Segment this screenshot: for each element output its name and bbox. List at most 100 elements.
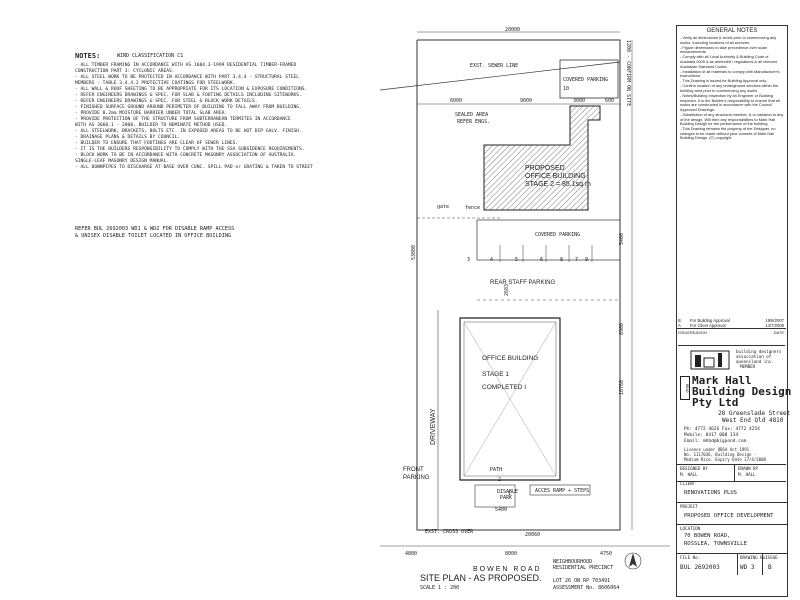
covered-parking-mid-label: COVERED PARKING: [535, 232, 581, 238]
proposed-building-label-3: STAGE 2 = 85.1sq.m: [525, 181, 591, 188]
proposed-building-label-2: OFFICE BUILDING: [525, 173, 586, 180]
revision-reason: For Building Approval: [690, 318, 730, 323]
dim-20060: 20060: [525, 532, 541, 538]
office-label-3: COMPLETED I: [482, 384, 527, 391]
disable-label-2: PARK: [500, 495, 513, 501]
company-block: building designers association of queens…: [678, 345, 791, 464]
general-note-item: - Notes/Building Inspection by an Engine…: [680, 93, 780, 112]
general-note-item: - Installation of all materials to compl…: [680, 68, 780, 79]
bdaq-logo: [690, 350, 730, 370]
drawing-label: DRAWING No.: [740, 555, 768, 560]
note-item: - ALL STEEL WORK TO BE PROTECTED IN ACCO…: [75, 75, 300, 80]
refer-note-1: REFER BUL 2692003 WD1 & WD2 FOR DISABLE …: [75, 226, 235, 232]
disable-label-1: DISABLE: [497, 489, 519, 495]
project-label: PROJECT: [680, 504, 698, 509]
neighbourhood-label-2: RESIDENTIAL PRECINCT: [553, 565, 614, 571]
general-note-item: - Figure dimensions to take precedence o…: [680, 44, 768, 55]
driveway-label: DRIVEWAY: [430, 408, 437, 445]
file-number: BUL 2692003: [680, 564, 720, 571]
drawing-number: WD 3: [740, 564, 755, 571]
note-item: - ALL WALL & ROOF SHEETING TO BE APPROPR…: [75, 87, 308, 92]
gate-label: gate: [437, 204, 450, 210]
company-address-1: 28 Greenslade Street: [718, 410, 791, 417]
note-item: CONSTRUCTION PART 3: CYCLONIC AREAS.: [75, 69, 175, 74]
licence-2: No. 1117036, Building Design -: [684, 452, 757, 457]
general-notes-title: GENERAL NOTES: [706, 28, 758, 34]
company-name-2: Building Design: [692, 385, 792, 398]
revision-rev: B: [678, 318, 681, 323]
parking-space-number: 10: [563, 86, 570, 92]
office-label-2: STAGE 1: [482, 371, 509, 378]
site-plan-drawing: [380, 31, 670, 570]
drawn-by: M. HALL: [738, 472, 756, 477]
note-item: - PROVIDE 0.2mm MOISTURE BARRIER UNDER T…: [75, 111, 228, 116]
company-address-2: West End Qld 4810: [722, 417, 784, 424]
wind-classification: WIND CLASSIFICATION C1: [117, 53, 184, 59]
designed-by: M. HALL: [680, 472, 698, 477]
designed-drawn-row: DESIGNED BY M. HALL DRAWN BY M. HALL: [676, 464, 786, 482]
note-item: - BUILDER TO ENSURE THAT FOOTINGS ARE CL…: [75, 141, 239, 146]
road-label: BOWEN ROAD: [473, 566, 542, 573]
path-label: PATH: [490, 467, 503, 473]
drawn-by-label: DRAWN BY: [738, 466, 759, 471]
note-item: - IT IS THE BUILDERS RESPONSIBILITY TO C…: [75, 147, 305, 152]
location-1: 70 BOWEN ROAD,: [684, 533, 731, 539]
covered-parking-top-label: COVERED PARKING: [563, 77, 609, 83]
parking-space-number: 3: [467, 257, 471, 263]
dim-3000: 3000: [573, 98, 586, 104]
property-boundary: [416, 39, 621, 531]
refer-note-2: & UNISEX DISABLE TOILET LOCATED IN OFFIC…: [75, 233, 232, 239]
company-email: Email: mhbd@bigpond.com: [684, 439, 747, 444]
notes-list: - ALL TIMBER FRAMING IN ACCORDANCE WITH …: [75, 63, 313, 171]
note-item: - ALL STEELWORK, BRACKETS, BOLTS ETC. IN…: [75, 129, 302, 134]
parking-space-number: 4: [490, 257, 494, 263]
dim-5400: 5400: [619, 232, 625, 245]
revision-row: B For Building Approval 19/9/2007: [676, 318, 786, 323]
revision-reason: For Client Approval: [690, 323, 726, 328]
company-mobile: Mobile: 0417 008 134: [684, 433, 739, 438]
confirm-on-site: 1200 - CONFIRM ON SITE: [625, 40, 631, 107]
location-label: LOCATION: [680, 526, 701, 531]
licence-3: Medium Rise. Expiry Date 17/4/2008: [684, 457, 766, 462]
dim-53000: 53000: [411, 244, 417, 260]
licence-1: Licence under QBSA Act 1991: [684, 447, 750, 452]
general-note-item: - Comply with all Local Authority & Buil…: [680, 54, 777, 69]
cross-over-label: EXST. CROSS OVER: [425, 529, 474, 535]
front-parking-label-2: PARKING: [403, 475, 430, 481]
note-item: SINGLE-LEAF MASONRY DESIGN MANUAL.: [75, 159, 170, 164]
note-item: - DRAINAGE PLANS & DETAILS BY COUNCIL.: [75, 135, 181, 140]
sealed-area-label: SEALED AREA: [455, 112, 489, 118]
rear-staff-parking-label: REAR STAFF PARKING: [490, 280, 556, 286]
front-parking-label-1: FRONT: [403, 467, 424, 473]
parking-space-number: 7: [575, 257, 579, 263]
location-2: ROSSLEA, TOWNSVILLE: [684, 541, 747, 547]
access-ramp-label: ACCES RAMP + STEPS: [535, 488, 590, 494]
note-item: WITH AS 3660.1 - 2000, BUILDER TO NOMINA…: [75, 123, 228, 128]
note-item: - ALL TIMBER FRAMING IN ACCORDANCE WITH …: [75, 63, 297, 68]
lot-label: LOT 26 ON RP 703491: [553, 578, 611, 584]
client-name: RENOVATIONS PLUS: [684, 490, 737, 496]
general-note-item: - Verify all dimensions & levels prior t…: [680, 35, 777, 45]
notes-title: NOTES:: [75, 52, 101, 60]
parking-space-number: 6: [540, 257, 544, 263]
note-item: MEMBERS - TABLE 3.4.4.2 PROTECTIVE COATI…: [75, 81, 236, 86]
sewer-label: EXST. SEWER LINE: [470, 63, 519, 69]
dim-top: 20000: [505, 27, 521, 33]
revision-date: 19/9/2007: [765, 318, 784, 323]
title-block: [676, 25, 788, 597]
assoc-3: queensland inc.: [736, 359, 774, 364]
note-item: - REFER ENGINEERS DRAWINGS & SPEC. FOR S…: [75, 99, 258, 104]
dim-6000: 6000: [450, 98, 463, 104]
general-note-item: - Substitution of any structural member,…: [680, 112, 784, 127]
revision-rev: A: [678, 323, 681, 328]
assessment-label: ASSESSMENT No. 8606064: [553, 585, 620, 591]
covered-parking-top: [559, 59, 619, 99]
assoc-1: building designers: [736, 349, 782, 354]
note-item: - BLOCK WORK TO BE IN ACCORDANCE WITH CO…: [75, 153, 297, 158]
rev-header-reason: REASON: [690, 330, 707, 335]
fence-label: fence: [465, 205, 481, 211]
rev-header-issue: ISSUE: [678, 330, 691, 335]
refer-engs-label: REFER ENGS.: [457, 119, 491, 125]
